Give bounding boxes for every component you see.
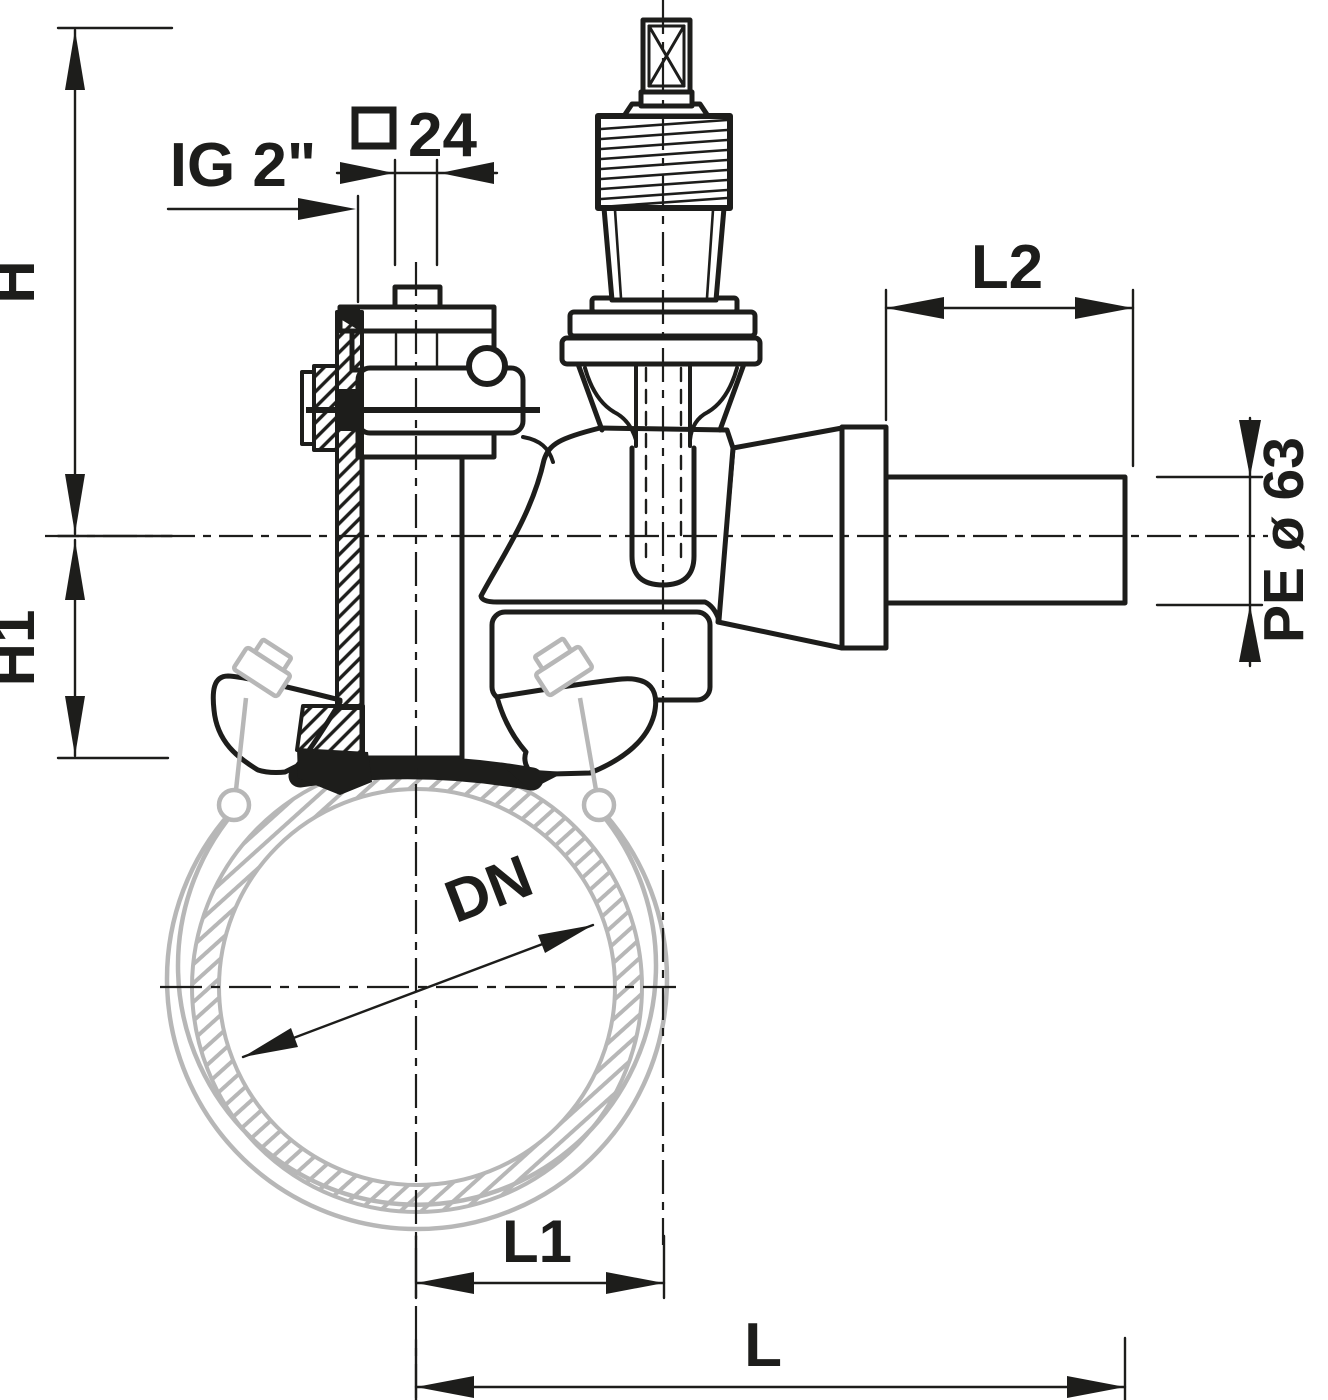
valve-neck-inner-lines: [613, 208, 715, 300]
dimension-l1: [414, 1234, 666, 1300]
square24-label: 24: [408, 101, 477, 170]
cap-seal-notch: [342, 309, 360, 331]
dimensions: [56, 26, 1264, 1400]
gasket: [288, 748, 565, 795]
valve-neck-joint: [521, 435, 555, 464]
dimension-dn: [241, 923, 595, 1059]
strap-bolt-right: [533, 636, 594, 698]
bonnet-side-right: [717, 361, 747, 433]
strap-outer-arc: [164, 810, 670, 1232]
pe-spigot-outlet: [715, 424, 1128, 651]
dimension-square24: [335, 158, 499, 267]
strap-bolt-left-shaft: [233, 697, 249, 791]
dimension-l2: [884, 288, 1135, 468]
strap-link-left: [216, 787, 252, 823]
indicator-ball: [466, 345, 508, 387]
dimension-h: [56, 26, 174, 538]
strap-bolt-right-shaft: [577, 697, 599, 791]
bonnet-flange-bottom: [559, 335, 763, 367]
tapping-sleeve: [300, 284, 526, 761]
outlet-bell-rim: [839, 424, 889, 651]
dimension-pe63: [1155, 416, 1264, 668]
dim-h1-label: H1: [0, 610, 47, 687]
strap-bolt-left: [232, 637, 293, 699]
dim-h-label: H: [0, 260, 47, 303]
pe-pipe-stub: [883, 474, 1128, 606]
square-symbol-icon: [351, 106, 397, 150]
bonnet-gusset-right: [688, 366, 739, 442]
strap-link-right: [581, 787, 617, 823]
bore-lines: [394, 332, 439, 368]
dimension-l: [414, 1336, 1127, 1400]
cut-sections: [295, 309, 540, 759]
pe-d63-label: PE ø 63: [1252, 437, 1316, 643]
cap-top-boss: [392, 284, 443, 310]
saddle-wing-right: [494, 676, 659, 779]
bonnet-side-left: [575, 361, 605, 433]
dim-l1-label: L1: [502, 1208, 572, 1275]
clamp-strap: [164, 636, 670, 1232]
gate-valve: [478, 17, 763, 703]
leader-ig: [166, 194, 360, 304]
dimension-h1: [56, 538, 170, 760]
dim-dn-label: DN: [436, 842, 541, 936]
gasket-left-lip: [297, 748, 372, 795]
ig-2in-label: IG 2": [170, 131, 317, 200]
centerlines: [45, 0, 1268, 1400]
sleeve-stem: [359, 452, 465, 761]
dim-l2-label: L2: [971, 233, 1043, 302]
gasket-right-lip: [505, 768, 565, 790]
outlet-cone: [715, 425, 845, 651]
sleeve-left-wall-hatched: [335, 310, 364, 710]
spindle-cap-cross: [647, 24, 686, 88]
valve-internal-dashed: [644, 366, 683, 562]
dim-l-label: L: [744, 1311, 782, 1380]
bonnet-gusset-left: [583, 366, 638, 442]
